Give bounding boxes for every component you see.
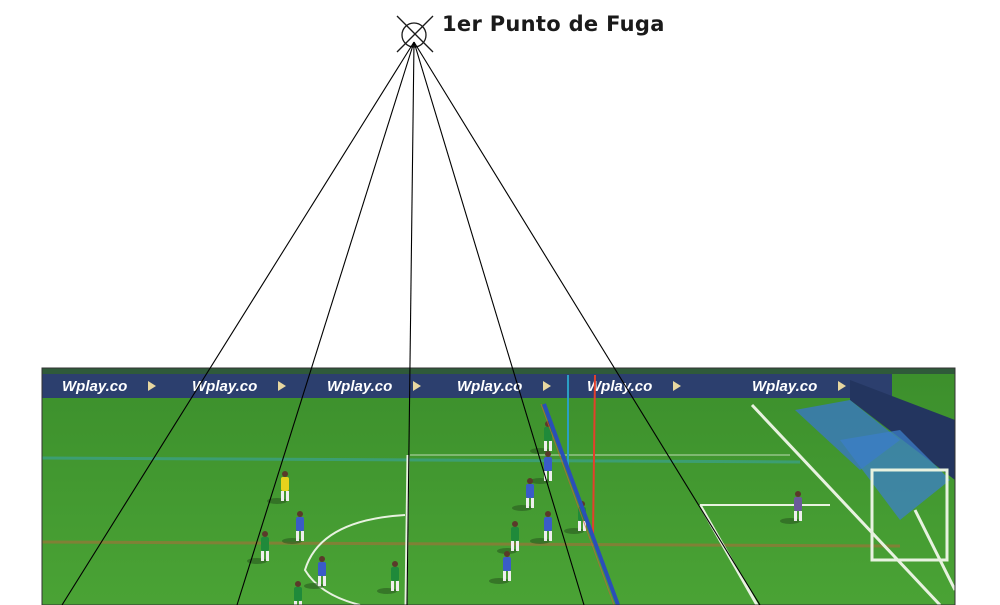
red-reference-line [592,374,596,536]
ad-board-text: Wplay.co [327,378,392,395]
vanishing-point-icon [396,15,434,53]
football-photo: Wplay.co Wplay.co Wplay.co Wplay.co Wplay.co… [42,368,955,605]
pitch-markings [303,403,955,605]
ad-logo-icon [673,381,681,391]
ad-board-text: Wplay.co [752,378,817,395]
player [489,551,511,584]
ad-board-text: Wplay.co [457,378,522,395]
player [247,531,269,564]
perspective-lines [61,41,761,605]
ad-logo-icon [838,381,846,391]
player [512,478,534,511]
ad-board-text: Wplay.co [192,378,257,395]
player [267,471,289,504]
player [282,511,304,544]
ad-logo-icon [278,381,286,391]
ad-board-text: Wplay.co [62,378,127,395]
ad-logo-icon [148,381,156,391]
ad-logo-icon [543,381,551,391]
player [530,511,552,544]
ad-board [42,374,892,398]
player [304,556,326,589]
player [377,561,399,594]
player [294,581,302,605]
pitch [42,368,955,605]
players [247,421,802,605]
offside-line [542,403,620,605]
player [780,491,802,524]
player [530,451,552,484]
ad-board-text: Wplay.co [587,378,652,395]
ad-logo-icon [413,381,421,391]
vanishing-point-label: 1er Punto de Fuga [442,12,665,36]
